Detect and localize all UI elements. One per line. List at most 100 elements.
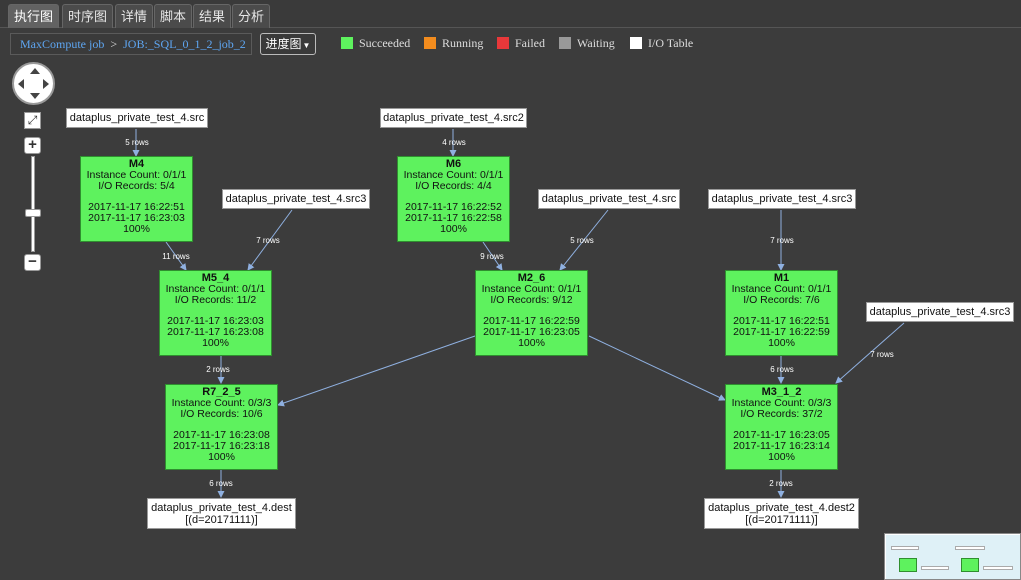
progress-view-label: 进度图 (265, 37, 302, 51)
pan-up-icon[interactable] (30, 68, 40, 74)
edge-label: 7 rows (256, 236, 280, 245)
minimap-node (899, 558, 917, 572)
pan-right-icon[interactable] (43, 79, 49, 89)
progress-view-dropdown[interactable]: 进度图▼ (260, 33, 316, 55)
pan-down-icon[interactable] (30, 93, 40, 99)
task-instance-count: Instance Count: 0/3/3 (171, 397, 272, 409)
task-end-time: 2017-11-17 16:23:08 (167, 326, 264, 338)
io-table-name: dataplus_private_test_4.dest2 (708, 502, 855, 514)
legend-succeeded: Succeeded (341, 36, 410, 50)
tab-timeline[interactable]: 时序图 (62, 4, 114, 28)
edge-label: 6 rows (209, 479, 233, 488)
task-instance-count: Instance Count: 0/1/1 (731, 283, 832, 295)
edge-label: 5 rows (125, 138, 149, 147)
edge-m2-6-to-m3 (588, 335, 726, 401)
task-end-time: 2017-11-17 16:23:14 (733, 440, 830, 452)
task-progress: 100% (208, 451, 235, 463)
legend-io-table: I/O Table (630, 36, 693, 50)
task-name: M6 (445, 158, 462, 170)
task-instance-count: Instance Count: 0/1/1 (165, 283, 266, 295)
io-table-dest[interactable]: dataplus_private_test_4.dest [(d=2017111… (147, 498, 296, 529)
caret-down-icon: ▼ (302, 41, 311, 50)
task-node-r7-2-5[interactable]: R7_2_5 Instance Count: 0/3/3 I/O Records… (165, 384, 278, 470)
tab-execution-graph[interactable]: 执行图 (8, 4, 60, 28)
io-table-src[interactable]: dataplus_private_test_4.src (66, 108, 208, 128)
task-io-records: I/O Records: 11/2 (174, 294, 257, 306)
minimap-node (961, 558, 979, 572)
task-start-time: 2017-11-17 16:23:05 (733, 429, 830, 441)
task-end-time: 2017-11-17 16:23:18 (173, 440, 270, 452)
zoom-out-button[interactable]: − (24, 254, 41, 271)
legend-label: I/O Table (648, 36, 694, 50)
pan-control[interactable] (12, 62, 55, 105)
fit-screen-icon[interactable]: ⤢ (24, 112, 41, 129)
edge-src-to-m2-6 (559, 209, 609, 271)
io-table-src3[interactable]: dataplus_private_test_4.src3 (708, 189, 856, 209)
minimap-node (983, 566, 1013, 570)
task-node-m6[interactable]: M6 Instance Count: 0/1/1 I/O Records: 4/… (397, 156, 510, 242)
task-node-m1[interactable]: M1 Instance Count: 0/1/1 I/O Records: 7/… (725, 270, 838, 356)
zoom-slider-handle[interactable] (25, 209, 41, 217)
task-io-records: I/O Records: 4/4 (415, 180, 492, 192)
tab-script[interactable]: 脚本 (154, 4, 193, 28)
task-progress: 100% (768, 451, 795, 463)
task-node-m2-6[interactable]: M2_6 Instance Count: 0/1/1 I/O Records: … (475, 270, 588, 356)
task-io-records: I/O Records: 10/6 (180, 408, 263, 420)
task-end-time: 2017-11-17 16:23:05 (483, 326, 580, 338)
edge-m4-to-m5-4 (165, 241, 187, 271)
edge-label: 4 rows (442, 138, 466, 147)
minimap-node (955, 546, 985, 550)
legend-waiting: Waiting (559, 36, 615, 50)
minimap[interactable] (884, 533, 1021, 580)
task-progress: 100% (518, 337, 545, 349)
edge-src3-to-m3 (835, 322, 905, 384)
legend-swatch-running (424, 37, 436, 49)
io-table-src[interactable]: dataplus_private_test_4.src (538, 189, 680, 209)
task-start-time: 2017-11-17 16:22:51 (733, 315, 830, 327)
task-name: M4 (128, 158, 145, 170)
legend-swatch-io-table (630, 37, 642, 49)
breadcrumb-maxcompute-job[interactable]: MaxCompute job (20, 37, 105, 51)
legend-swatch-succeeded (341, 37, 353, 49)
task-instance-count: Instance Count: 0/1/1 (403, 169, 504, 181)
legend-label: Waiting (577, 36, 615, 50)
task-end-time: 2017-11-17 16:22:59 (733, 326, 830, 338)
edge-label: 9 rows (480, 252, 504, 261)
edge-label: 7 rows (770, 236, 794, 245)
task-start-time: 2017-11-17 16:23:03 (167, 315, 264, 327)
pan-left-icon[interactable] (18, 79, 24, 89)
io-table-partition: [(d=20171111)] (185, 514, 258, 526)
task-start-time: 2017-11-17 16:22:59 (483, 315, 580, 327)
zoom-in-button[interactable]: + (24, 137, 41, 154)
legend-swatch-failed (497, 37, 509, 49)
tab-details[interactable]: 详情 (115, 4, 154, 28)
tab-analysis[interactable]: 分析 (232, 4, 271, 28)
task-node-m3-1-2[interactable]: M3_1_2 Instance Count: 0/3/3 I/O Records… (725, 384, 838, 470)
io-table-name: dataplus_private_test_4.dest (151, 502, 292, 514)
task-node-m4[interactable]: M4 Instance Count: 0/1/1 I/O Records: 5/… (80, 156, 193, 242)
task-node-m5-4[interactable]: M5_4 Instance Count: 0/1/1 I/O Records: … (159, 270, 272, 356)
minimap-node (891, 546, 919, 550)
legend-swatch-waiting (559, 37, 571, 49)
breadcrumb: MaxCompute job>JOB:_SQL_0_1_2_job_2 (10, 33, 252, 55)
edge-label: 2 rows (206, 365, 230, 374)
io-table-src3[interactable]: dataplus_private_test_4.src3 (866, 302, 1014, 322)
tab-bar: 执行图 时序图 详情 脚本 结果 分析 (0, 0, 1021, 28)
breadcrumb-job-id[interactable]: JOB:_SQL_0_1_2_job_2 (123, 37, 246, 51)
legend-label: Failed (515, 36, 545, 50)
zoom-slider-track[interactable] (31, 156, 35, 252)
task-io-records: I/O Records: 9/12 (490, 294, 573, 306)
task-start-time: 2017-11-17 16:22:52 (405, 201, 502, 213)
task-name: M3_1_2 (761, 386, 802, 398)
minimap-node (921, 566, 949, 570)
io-table-src2[interactable]: dataplus_private_test_4.src2 (380, 108, 527, 128)
tab-result[interactable]: 结果 (193, 4, 232, 28)
task-instance-count: Instance Count: 0/1/1 (86, 169, 187, 181)
io-table-src3[interactable]: dataplus_private_test_4.src3 (222, 189, 370, 209)
io-table-partition: [(d=20171111)] (745, 514, 818, 526)
task-name: M2_6 (517, 272, 546, 284)
io-table-dest2[interactable]: dataplus_private_test_4.dest2 [(d=201711… (704, 498, 859, 529)
task-io-records: I/O Records: 37/2 (740, 408, 823, 420)
task-progress: 100% (123, 223, 150, 235)
